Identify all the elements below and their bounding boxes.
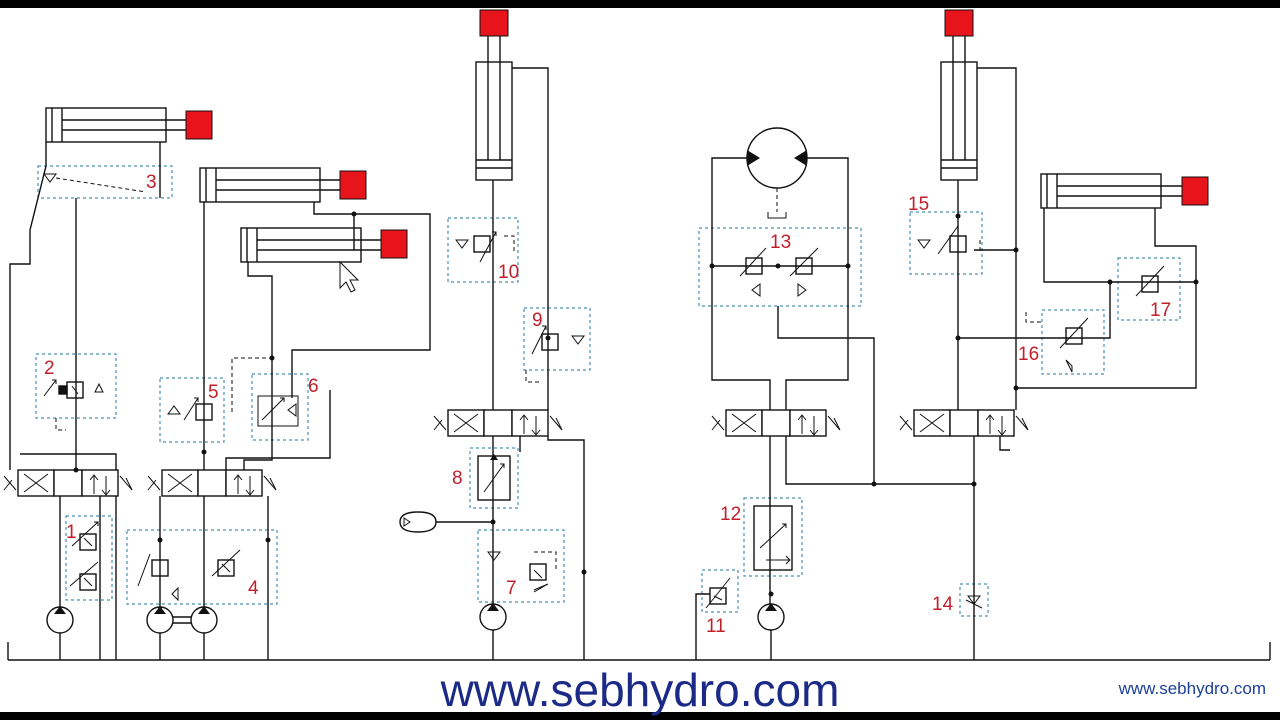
component-boxes <box>35 165 1181 617</box>
cylinder-f <box>1040 173 1209 209</box>
label-17: 17 <box>1150 300 1171 321</box>
directional-valve-4 <box>711 409 841 437</box>
cylinder-a <box>45 107 213 143</box>
cylinder-c <box>240 227 408 263</box>
label-10: 10 <box>498 262 519 283</box>
label-13: 13 <box>770 232 791 253</box>
directional-valve-5 <box>899 409 1029 437</box>
pilot-lines <box>55 235 1044 570</box>
pump-4 <box>757 603 785 631</box>
label-6: 6 <box>308 376 319 397</box>
label-15: 15 <box>908 194 929 215</box>
valve-symbols <box>43 173 1165 609</box>
mouse-cursor-icon <box>339 260 360 293</box>
label-7: 7 <box>506 578 517 599</box>
label-16: 16 <box>1018 344 1039 365</box>
rod-end-block <box>339 170 367 200</box>
pump-2 <box>146 606 218 634</box>
label-9: 9 <box>532 310 543 331</box>
label-1: 1 <box>66 522 77 543</box>
directional-valve-3 <box>433 409 563 437</box>
directional-valve-2 <box>147 469 277 497</box>
rod-end-block <box>1181 176 1209 206</box>
label-5: 5 <box>208 382 219 403</box>
cylinder-d-vertical <box>475 9 513 181</box>
rod-end-block <box>479 9 509 37</box>
rod-end-block <box>944 9 974 37</box>
label-14: 14 <box>932 594 954 615</box>
cylinder-b <box>199 167 367 203</box>
rod-end-block <box>380 229 408 259</box>
directional-valve-1 <box>3 469 133 497</box>
junction-dots <box>73 211 1199 597</box>
tank-return-line <box>7 642 1271 661</box>
hydraulic-motor <box>746 127 808 219</box>
label-11: 11 <box>706 616 726 637</box>
label-8: 8 <box>452 468 463 489</box>
website-url-watermark: www.sebhydro.com <box>1118 679 1266 698</box>
cylinder-e-vertical <box>940 9 978 181</box>
label-12: 12 <box>720 504 741 525</box>
label-3: 3 <box>146 172 157 193</box>
pump-3 <box>479 603 507 631</box>
website-url-main[interactable]: www.sebhydro.com <box>440 664 840 716</box>
accumulator <box>399 511 470 533</box>
pump-1 <box>46 606 74 634</box>
hydraulic-lines <box>9 67 1197 660</box>
label-2: 2 <box>44 358 55 379</box>
rod-end-block <box>185 110 213 140</box>
label-4: 4 <box>248 578 259 599</box>
component-labels: 1 2 3 4 5 6 7 8 9 10 11 12 13 14 15 16 1… <box>44 172 1171 637</box>
